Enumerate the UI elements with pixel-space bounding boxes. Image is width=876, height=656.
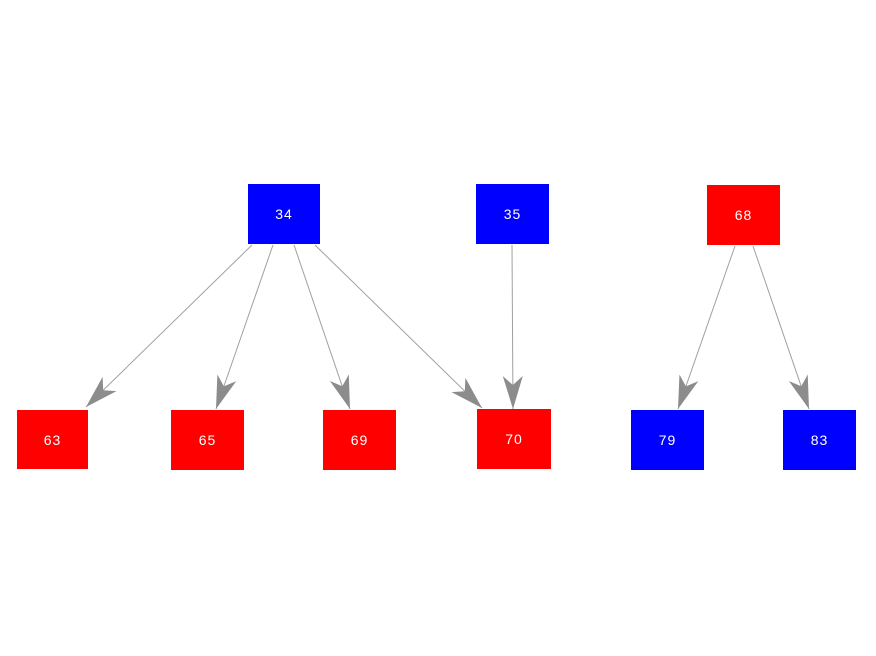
edge-34-65 (215, 244, 274, 410)
node-label: 79 (658, 432, 677, 448)
node-label: 69 (350, 432, 369, 448)
node-label: 68 (734, 207, 753, 223)
node-68: 68 (707, 185, 780, 245)
node-69: 69 (323, 410, 396, 470)
node-label: 35 (503, 206, 522, 222)
edge-34-70 (314, 244, 483, 409)
node-70: 70 (477, 409, 551, 469)
node-63: 63 (17, 410, 88, 469)
node-35: 35 (476, 184, 549, 244)
node-label: 63 (43, 431, 62, 448)
edge-68-83 (752, 245, 810, 410)
edge-34-63 (85, 244, 253, 408)
node-label: 70 (505, 431, 523, 447)
node-79: 79 (631, 410, 704, 470)
edge-35-70 (502, 244, 523, 410)
node-34: 34 (248, 184, 320, 244)
node-label: 34 (275, 206, 293, 222)
node-65: 65 (171, 410, 244, 470)
node-label: 65 (198, 432, 217, 448)
node-label: 83 (810, 432, 829, 448)
edge-34-69 (293, 244, 351, 410)
node-83: 83 (783, 410, 856, 470)
edge-68-79 (677, 245, 736, 410)
